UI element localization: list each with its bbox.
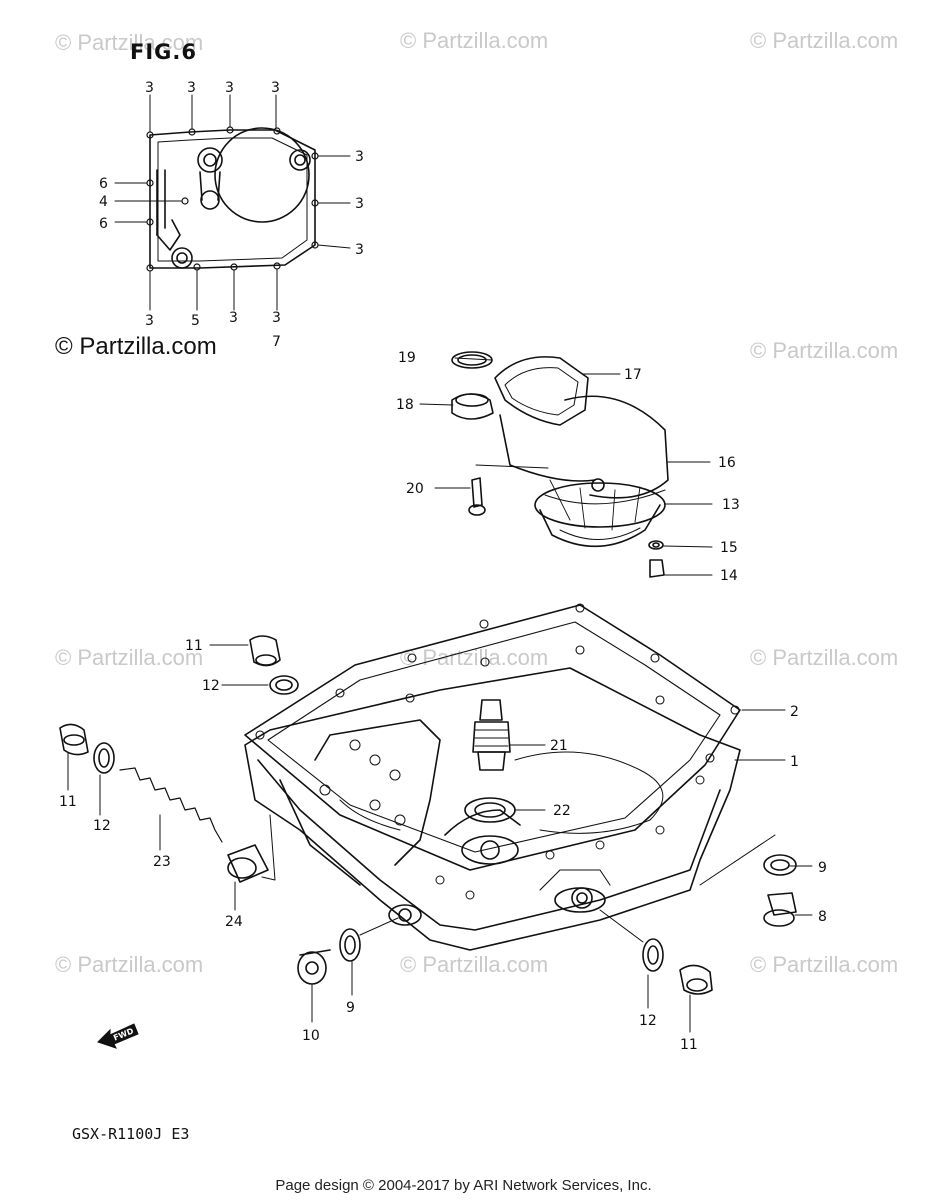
watermark: © Partzilla.com	[750, 338, 899, 363]
oil-pan	[244, 667, 786, 951]
leader-lines	[67, 644, 813, 1033]
callout-3: 3	[145, 313, 154, 329]
callout-18: 18	[396, 397, 414, 413]
callout-9: 9	[818, 860, 827, 876]
gasket-detail	[114, 94, 351, 311]
callout-16: 16	[718, 455, 736, 471]
oil-filter-assembly	[419, 351, 713, 578]
watermark: © Partzilla.com	[55, 952, 204, 977]
callout-11: 11	[185, 638, 203, 654]
copyright-mark: © Partzilla.com	[55, 333, 217, 360]
callout-4: 4	[99, 194, 108, 210]
callout-3: 3	[187, 80, 196, 96]
callout-20: 20	[406, 481, 424, 497]
callout-23: 23	[153, 854, 171, 870]
callout-3: 3	[271, 80, 280, 96]
callout-22: 22	[553, 803, 571, 819]
watermark: © Partzilla.com	[750, 645, 899, 670]
watermark: © Partzilla.com	[400, 28, 549, 53]
callout-9: 9	[346, 1000, 355, 1016]
callout-14: 14	[720, 568, 738, 584]
callout-12: 12	[639, 1013, 657, 1029]
callout-17: 17	[624, 367, 642, 383]
fwd-arrow-icon: FWD	[97, 1023, 139, 1049]
callout-6: 6	[99, 176, 108, 192]
callout-11: 11	[680, 1037, 698, 1053]
callout-3: 3	[229, 310, 238, 326]
callout-3: 3	[225, 80, 234, 96]
watermark: © Partzilla.com	[55, 30, 204, 55]
oil-pressure-switch	[464, 699, 546, 823]
callout-3: 3	[355, 196, 364, 212]
watermark: © Partzilla.com	[750, 952, 899, 977]
callout-7: 7	[272, 334, 281, 350]
callout-6: 6	[99, 216, 108, 232]
watermark: © Partzilla.com	[55, 645, 204, 670]
callout-1: 1	[790, 754, 799, 770]
callout-12: 12	[93, 818, 111, 834]
callout-3: 3	[355, 149, 364, 165]
drain-plugs-washers	[59, 635, 797, 995]
callout-24: 24	[225, 914, 243, 930]
callout-3: 3	[145, 80, 154, 96]
callout-10: 10	[302, 1028, 320, 1044]
page-footer: Page design © 2004-2017 by ARI Network S…	[275, 1177, 652, 1194]
callout-3: 3	[272, 310, 281, 326]
callout-8: 8	[818, 909, 827, 925]
callout-13: 13	[722, 497, 740, 513]
watermark: © Partzilla.com	[750, 28, 899, 53]
callout-12: 12	[202, 678, 220, 694]
callout-5: 5	[191, 313, 200, 329]
callout-2: 2	[790, 704, 799, 720]
callout-19: 19	[398, 350, 416, 366]
figure-title: FIG.6	[130, 40, 197, 64]
callout-3: 3	[355, 242, 364, 258]
callout-15: 15	[720, 540, 738, 556]
watermark: © Partzilla.com	[400, 952, 549, 977]
model-code: GSX-R1100J E3	[72, 1125, 190, 1143]
callout-11: 11	[59, 794, 77, 810]
callout-21: 21	[550, 738, 568, 754]
